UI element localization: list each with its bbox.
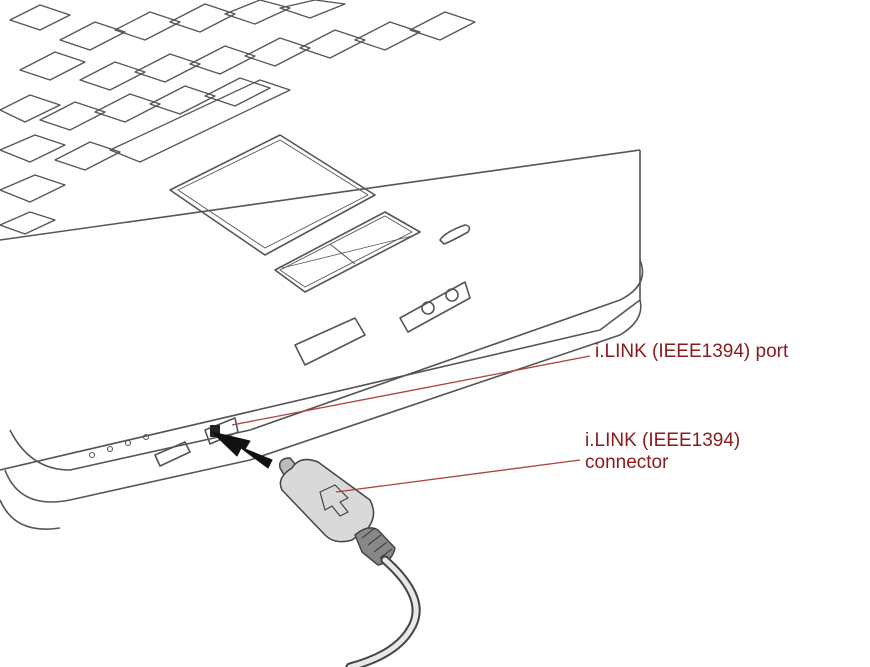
- connector-leader-line: [335, 459, 581, 493]
- connector-callout-line1: i.LINK (IEEE1394): [585, 430, 741, 451]
- connector-callout-label: i.LINK (IEEE1394) connector: [585, 430, 740, 474]
- wireless-switch: [154, 441, 191, 467]
- status-leds: [88, 433, 150, 459]
- laptop-illustration: [0, 0, 644, 530]
- laptop-front-bevel: [9, 259, 644, 471]
- status-slot: [439, 224, 471, 245]
- connector-callout-line2: connector: [585, 452, 669, 473]
- front-latch: [294, 317, 366, 366]
- cable: [345, 555, 421, 667]
- laptop-bottom-edge: [4, 299, 642, 503]
- touchpad: [169, 134, 376, 256]
- port-callout-label: i.LINK (IEEE1394) port: [595, 341, 789, 362]
- audio-jacks: [399, 281, 471, 333]
- ilink-port: [204, 417, 239, 445]
- connector-plug-icon: [278, 457, 396, 566]
- keyboard: [0, 0, 476, 235]
- touchpad-buttons: [274, 211, 421, 293]
- plug-arrow-mark: [319, 484, 349, 517]
- port-leader-line: [231, 355, 591, 426]
- laptop-lower-shell: [0, 499, 61, 530]
- laptop-deck-edge: [0, 149, 641, 471]
- insert-arrow-icon: [211, 431, 273, 469]
- plug-body: [279, 458, 375, 543]
